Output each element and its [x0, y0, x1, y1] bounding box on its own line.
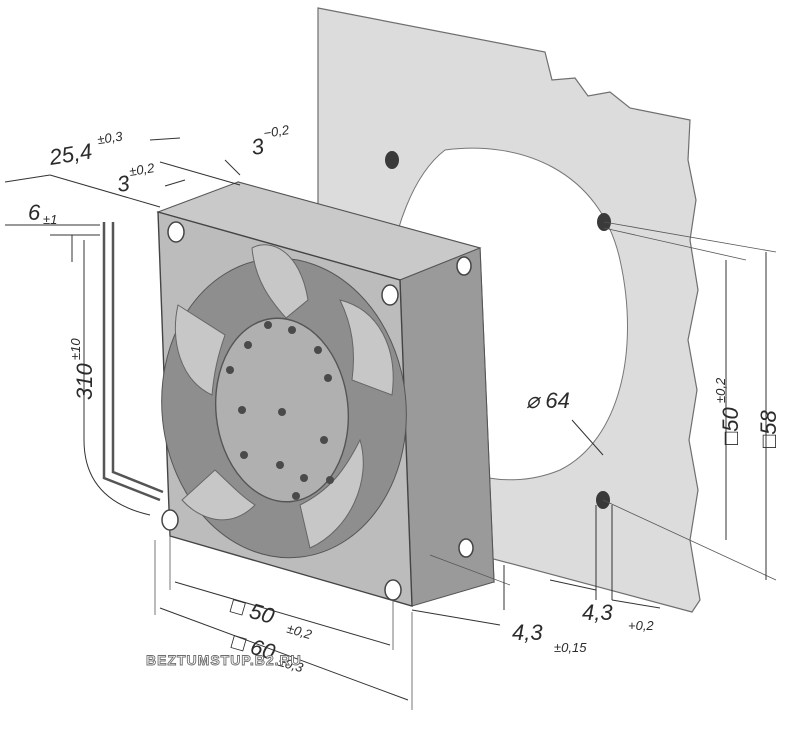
fan-blade-4	[181, 469, 256, 521]
fan-blade-1	[251, 244, 309, 319]
dim-lead-length-tol: ±10	[68, 338, 83, 360]
dim-lead-length-value: 310	[72, 363, 97, 400]
hub-hole	[276, 461, 284, 469]
fan-hole-top-left	[167, 221, 185, 243]
dim-fan-hole-dia-value: 4,3	[512, 620, 543, 645]
watermark: BEZTUMSTUP.B2.RU	[146, 652, 302, 668]
dim-flange-front: 3 ±0,2	[115, 160, 156, 197]
hub-hole	[292, 492, 300, 500]
dim-panel-outline-value: □58	[756, 409, 781, 448]
fan-blade-2	[339, 299, 394, 396]
fan-blade-5	[174, 304, 226, 396]
dim-panel-cutout: ⌀ 64	[526, 388, 570, 413]
dim-depth: 25,4 ±0,3	[47, 128, 125, 170]
dim-depth-tol: ±0,3	[96, 128, 124, 147]
hub-hole	[288, 326, 296, 334]
fan-hub-holes	[226, 321, 334, 500]
dim-fan-hole-dia: 4,3 ±0,15	[512, 620, 587, 655]
dim-panel-hole-pitch: □50 ±0,2	[713, 377, 743, 445]
fan-blades	[174, 244, 394, 549]
dim-lead-strip: 6 ±1	[28, 200, 57, 227]
hub-hole	[314, 346, 322, 354]
dim-fan-hole-pitch-value: □ 50	[228, 593, 278, 629]
dim-lead-strip-value: 6	[28, 200, 41, 225]
hub-hole	[278, 408, 286, 416]
dim-lead-strip-tol: ±1	[43, 212, 57, 227]
dimension-lines	[4, 137, 777, 710]
hub-hole	[240, 451, 248, 459]
dim-flange-front-tol: ±0,2	[128, 160, 156, 179]
hub-hole	[226, 366, 234, 374]
dim-flange-front-value: 3	[115, 170, 132, 197]
fan	[156, 181, 495, 607]
dim-fan-outline-tol: ±0,3	[276, 654, 305, 676]
hub-hole	[238, 406, 246, 414]
dim-fan-hole-pitch: □ 50 ±0,2	[228, 593, 314, 643]
hub-hole	[324, 374, 332, 382]
dim-panel-hole-dia: 4,3 +0,2	[582, 600, 654, 633]
dim-panel-hole-dia-value: 4,3	[582, 600, 613, 625]
lead-wires	[102, 222, 164, 502]
fan-hole-bottom-left	[161, 509, 179, 531]
dim-fan-hole-dia-tol: ±0,15	[554, 640, 587, 655]
fan-hole-top-right	[381, 284, 399, 306]
hub-hole	[244, 341, 252, 349]
lead-wire-2	[111, 222, 164, 494]
dim-panel-outline: □58	[756, 409, 781, 448]
dimension-texts: 25,4 ±0,3 3 ±0,2 3 −0,2 6 ±1 310 ±10 ⌀ 6…	[28, 122, 781, 675]
fan-frame-side-right	[399, 247, 495, 607]
dim-flange-back-tol: −0,2	[262, 122, 290, 141]
fan-blade-3	[299, 438, 364, 549]
dim-flange-back: 3 −0,2	[250, 122, 291, 160]
dim-panel-hole-dia-tol: +0,2	[628, 618, 654, 633]
dim-depth-value: 25,4	[47, 138, 94, 170]
fan-hole-rear-top-right	[456, 256, 472, 276]
hub-hole	[326, 476, 334, 484]
dim-flange-back-value: 3	[250, 133, 267, 160]
dim-panel-hole-pitch-value: □50	[718, 406, 743, 445]
dim-fan-hole-pitch-tol: ±0,2	[285, 621, 314, 643]
dim-panel-hole-pitch-tol: ±0,2	[713, 377, 728, 403]
hub-hole	[320, 436, 328, 444]
fan-hole-rear-bottom-right	[458, 538, 474, 558]
panel-hole-top-left	[385, 151, 399, 169]
lead-wire-1	[102, 222, 161, 502]
fan-hole-bottom-right	[384, 579, 402, 601]
hub-hole	[264, 321, 272, 329]
hub-hole	[300, 474, 308, 482]
dim-lead-length: 310 ±10	[68, 338, 97, 400]
